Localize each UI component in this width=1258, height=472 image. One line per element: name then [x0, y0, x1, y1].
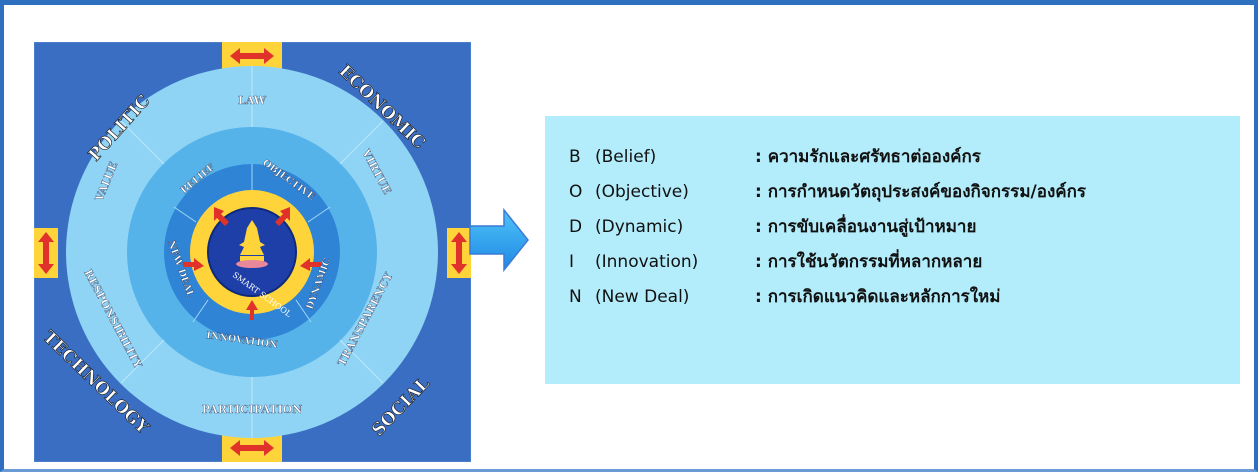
participation-label: PARTICIPATION — [202, 403, 303, 416]
definition-letter: N — [569, 287, 582, 307]
arrow-icon — [275, 207, 290, 226]
double-arrow-icon — [230, 48, 274, 64]
arrow-icon — [246, 300, 258, 320]
double-arrow-icon — [38, 232, 54, 274]
arrow-icon — [214, 207, 229, 226]
definition-word: (Dynamic) — [595, 217, 684, 237]
connector-bottom — [222, 434, 282, 462]
connector-top — [222, 42, 282, 70]
connector-right — [447, 228, 471, 278]
double-arrow-icon — [451, 232, 467, 274]
definition-letter: O — [569, 182, 583, 202]
school-emblem-icon — [236, 220, 268, 268]
law-label: LAW — [238, 94, 267, 107]
arrow-icon — [300, 258, 321, 271]
definitions-panel: B (Belief) : ความรักและศรัทธาต่อองค์กร O… — [545, 116, 1240, 384]
definition-meaning: : การใช้นวัตกรรมที่หลากหลาย — [755, 252, 983, 272]
connector-left — [34, 228, 58, 278]
definition-meaning: : ความรักและศรัทธาต่อองค์กร — [755, 147, 981, 167]
definition-word: (Objective) — [595, 182, 689, 202]
definition-meaning: : การเกิดแนวคิดและหลักการใหม่ — [755, 287, 1001, 307]
double-arrow-icon — [230, 440, 274, 456]
definition-letter: D — [569, 217, 583, 237]
definition-word: (Innovation) — [595, 252, 699, 272]
definition-word: (Belief) — [595, 147, 657, 167]
definition-letter: B — [569, 147, 581, 167]
inward-arrows — [183, 207, 321, 320]
definition-word: (New Deal) — [595, 287, 690, 307]
definition-meaning: : การขับเคลื่อนงานสู่เป้าหมาย — [755, 217, 977, 237]
smart-school-diagram: POLITIC ECONOMIC TECHNOLOGY SOCIAL LAW V… — [34, 42, 471, 462]
arrow-icon — [183, 258, 204, 271]
right-arrow-icon — [469, 207, 529, 273]
definition-letter: I — [569, 252, 575, 272]
definition-meaning: : การกำหนดวัตถุประสงค์ของกิจกรรม/องค์กร — [755, 182, 1087, 202]
